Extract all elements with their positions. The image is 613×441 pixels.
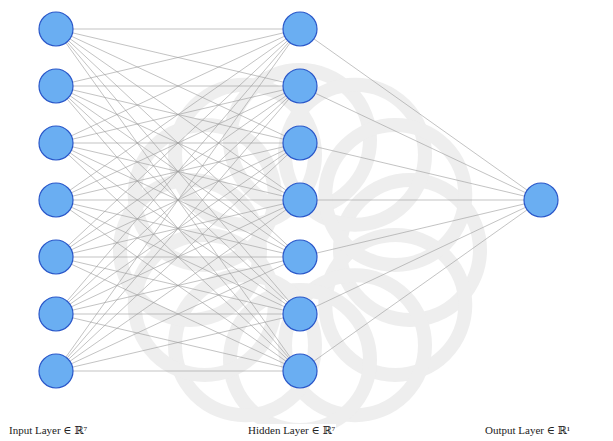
connection-line — [317, 147, 525, 196]
connection-line — [68, 155, 287, 360]
connection-line — [68, 41, 287, 246]
connection-line — [71, 36, 284, 136]
connection-line — [73, 33, 284, 82]
connection-line — [67, 99, 289, 358]
neuron — [283, 240, 317, 274]
neuron — [39, 354, 73, 388]
layer-label: Hidden Layer ∈ ℝ⁷ — [247, 424, 336, 437]
neuron — [39, 126, 73, 160]
neuron — [283, 297, 317, 331]
connection-line — [315, 207, 525, 306]
neuron — [39, 297, 73, 331]
connection-line — [73, 371, 283, 372]
connection-lines — [66, 29, 527, 371]
connection-line — [73, 29, 283, 30]
connection-line — [68, 155, 287, 360]
connection-line — [73, 33, 284, 82]
connection-line — [70, 210, 286, 361]
neuron — [283, 183, 317, 217]
neuron — [524, 183, 558, 217]
connection-line — [70, 39, 286, 190]
neurons — [39, 12, 558, 388]
connection-line — [71, 36, 284, 136]
watermark-arc — [325, 125, 465, 265]
connection-line — [70, 210, 286, 361]
connection-line — [70, 39, 286, 190]
neuron — [39, 240, 73, 274]
connection-line — [73, 318, 284, 367]
connection-line — [73, 318, 284, 367]
neuron — [283, 126, 317, 160]
connection-line — [66, 43, 290, 357]
layer-label: Input Layer ∈ ℝ⁷ — [8, 424, 88, 437]
neuron — [283, 69, 317, 103]
connection-line — [71, 264, 284, 364]
connection-line — [68, 41, 287, 246]
neuron — [283, 354, 317, 388]
connection-line — [314, 210, 527, 361]
connection-line — [67, 42, 289, 301]
connection-line — [71, 264, 284, 364]
layer-label: Output Layer ∈ ℝ¹ — [484, 424, 571, 437]
connection-line — [315, 93, 525, 192]
neuron — [39, 183, 73, 217]
neuron — [39, 69, 73, 103]
watermark-pattern — [120, 70, 480, 430]
neuron — [39, 12, 73, 46]
connection-line — [314, 39, 527, 190]
connection-line — [67, 99, 289, 358]
neuron — [283, 12, 317, 46]
connection-line — [67, 42, 289, 301]
connection-line — [66, 43, 290, 357]
connection-line — [317, 200, 524, 201]
connection-line — [317, 204, 525, 253]
